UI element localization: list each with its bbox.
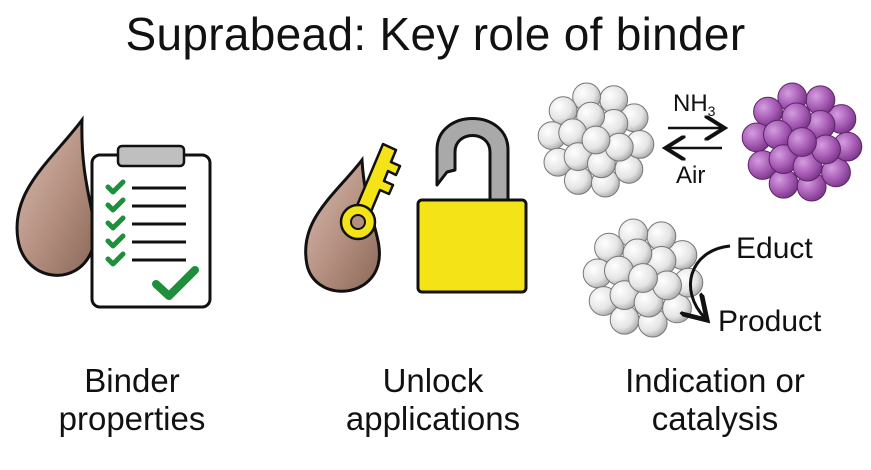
key-icon bbox=[339, 142, 402, 241]
caption-line: properties bbox=[58, 400, 206, 437]
bead-cluster-icon bbox=[582, 218, 704, 338]
nh3-label: NH3 bbox=[673, 90, 716, 119]
checklist bbox=[105, 179, 186, 267]
page-title: Suprabead: Key role of binder bbox=[125, 8, 746, 60]
caption-binder-properties: Binder properties bbox=[22, 362, 242, 438]
product-label: Product bbox=[718, 305, 822, 338]
caption-line: Indication or bbox=[625, 362, 805, 399]
bead-cluster-icon-purple bbox=[741, 82, 863, 202]
clipboard-checklist-icon bbox=[90, 144, 212, 309]
big-check-icon bbox=[152, 266, 199, 300]
drop-icon bbox=[15, 115, 97, 277]
bead-sphere bbox=[787, 127, 817, 157]
educt-label: Educt bbox=[736, 232, 813, 265]
caption-line: applications bbox=[345, 400, 521, 437]
caption-line: catalysis bbox=[651, 400, 779, 437]
caption-line: Binder bbox=[84, 362, 180, 399]
caption-unlock-applications: Unlock applications bbox=[318, 362, 548, 438]
open-padlock-icon bbox=[416, 117, 528, 294]
air-label: Air bbox=[676, 162, 705, 189]
catalysis-arrow bbox=[690, 244, 731, 318]
caption-indication-catalysis: Indication or catalysis bbox=[590, 362, 840, 438]
bead-sphere bbox=[581, 125, 611, 155]
bead-cluster-icon bbox=[537, 82, 655, 198]
bead-sphere bbox=[628, 263, 658, 293]
caption-line: Unlock bbox=[382, 362, 484, 399]
reversible-arrows bbox=[668, 128, 722, 148]
